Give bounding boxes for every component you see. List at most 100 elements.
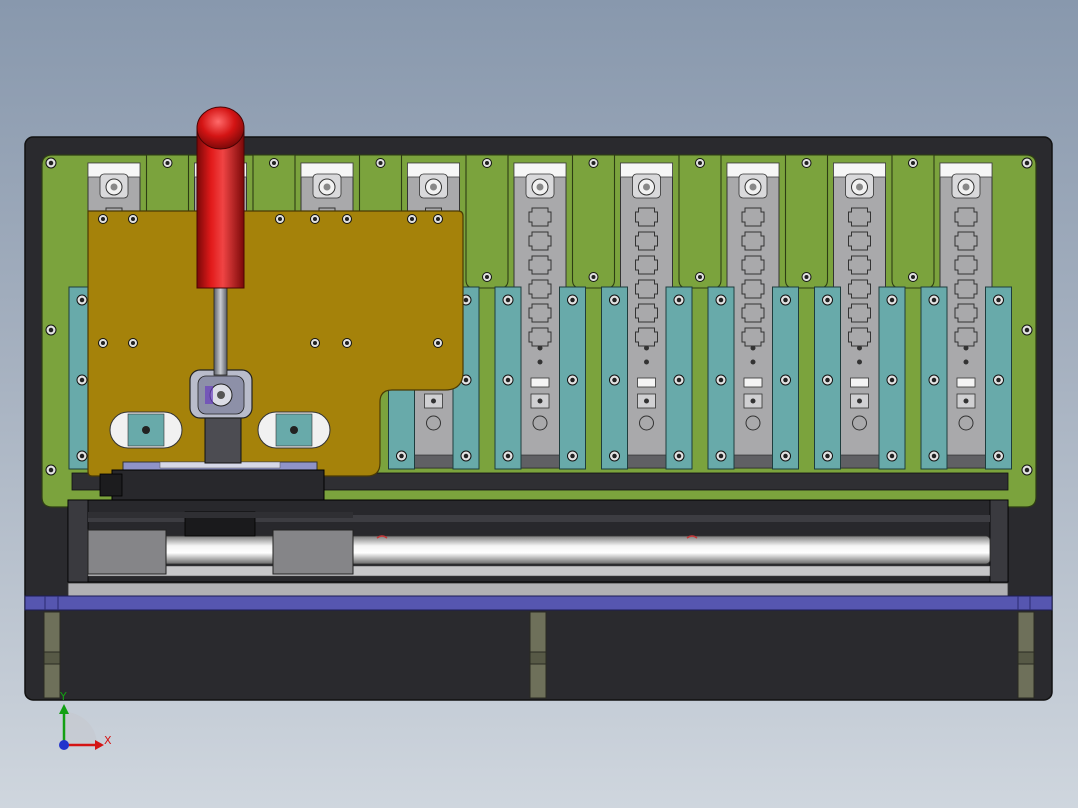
slider-block-right[interactable] [272,529,354,575]
handle-knob-icon[interactable] [196,106,245,150]
separator-finger [465,154,509,289]
card-slot-9[interactable] [939,162,993,469]
toggle-clamp-body[interactable] [189,369,253,464]
screw-icon [588,272,599,282]
screw-icon [45,157,57,169]
screw-icon [715,294,727,306]
screw-icon [1021,464,1033,476]
screw-icon [993,294,1004,306]
screw-icon [128,338,138,348]
screw-icon [482,158,492,168]
screw-icon [695,272,705,282]
port-icon [848,207,871,227]
port-icon [528,303,552,323]
screw-icon [45,324,57,336]
screw-icon [780,294,791,306]
port-icon [848,327,871,347]
port-icon [528,207,552,227]
screw-icon [98,338,108,348]
triad-y-label: Y [59,690,67,703]
gold-mounting-plate[interactable] [87,210,464,477]
screw-icon [588,158,599,168]
screw-icon [128,214,138,224]
card-slot-8[interactable] [833,162,886,469]
screw-icon [460,374,472,386]
port-icon [528,231,552,251]
screw-icon [1021,324,1033,336]
port-icon [848,279,871,299]
screw-icon [502,374,514,386]
screw-icon [342,338,352,348]
screw-icon [567,374,578,386]
screw-icon [801,158,812,168]
screw-icon [502,294,514,306]
toggle-clamp-base[interactable] [99,461,325,501]
screw-icon [715,450,727,462]
guide-rail [601,286,628,470]
screw-icon [76,450,88,462]
screw-icon [993,450,1004,462]
port-icon [741,327,765,347]
screw-icon [715,374,727,386]
card-slot-5[interactable] [513,162,567,469]
guide-rail [707,286,735,470]
bottom-rail [67,582,1009,598]
screw-icon [780,450,791,462]
screw-icon [502,450,514,462]
separator-finger [784,154,829,289]
linear-guide-assembly[interactable] [67,499,1009,583]
guide-rail [985,286,1012,470]
screw-icon [310,338,320,348]
guide-rail [920,286,948,470]
screw-icon [98,214,108,224]
screw-icon [433,214,443,224]
clamp-handle[interactable] [196,106,245,289]
port-icon [741,279,765,299]
port-icon [741,207,765,227]
screw-icon [673,450,685,462]
screw-icon [76,294,88,306]
port-icon [954,327,978,347]
screw-icon [342,214,352,224]
screw-icon [908,272,918,282]
screw-icon [609,450,620,462]
screw-icon [928,374,940,386]
card-slot-7[interactable] [726,162,780,469]
clamp-stem [213,284,228,376]
port-icon [954,255,978,275]
port-icon [741,255,765,275]
screw-icon [567,294,578,306]
guide-rail [814,286,841,470]
screw-icon [928,450,940,462]
port-icon [635,327,658,347]
port-icon [954,303,978,323]
port-icon [954,279,978,299]
guide-rail [559,286,586,470]
screw-icon [673,294,685,306]
port-icon [635,279,658,299]
card-slot-6[interactable] [620,162,673,469]
separator-finger [571,154,616,289]
port-icon [635,231,658,251]
screw-icon [908,158,918,168]
guide-rod[interactable] [87,535,991,565]
screw-icon [407,214,417,224]
separator-finger [678,154,722,289]
frame-screws [45,157,1033,476]
screw-icon [928,294,940,306]
screw-icon [76,374,88,386]
screw-icon [396,450,407,462]
slider-block-left[interactable] [87,529,167,575]
guide-rail [494,286,522,470]
screw-icon [780,374,791,386]
blue-strip [24,595,1053,611]
screw-icon [822,374,833,386]
screw-icon [269,158,279,168]
separator-finger [891,154,935,289]
screw-icon [886,374,898,386]
screw-icon [460,450,472,462]
screw-icon [822,294,833,306]
screw-icon [275,214,285,224]
screw-icon [695,158,705,168]
